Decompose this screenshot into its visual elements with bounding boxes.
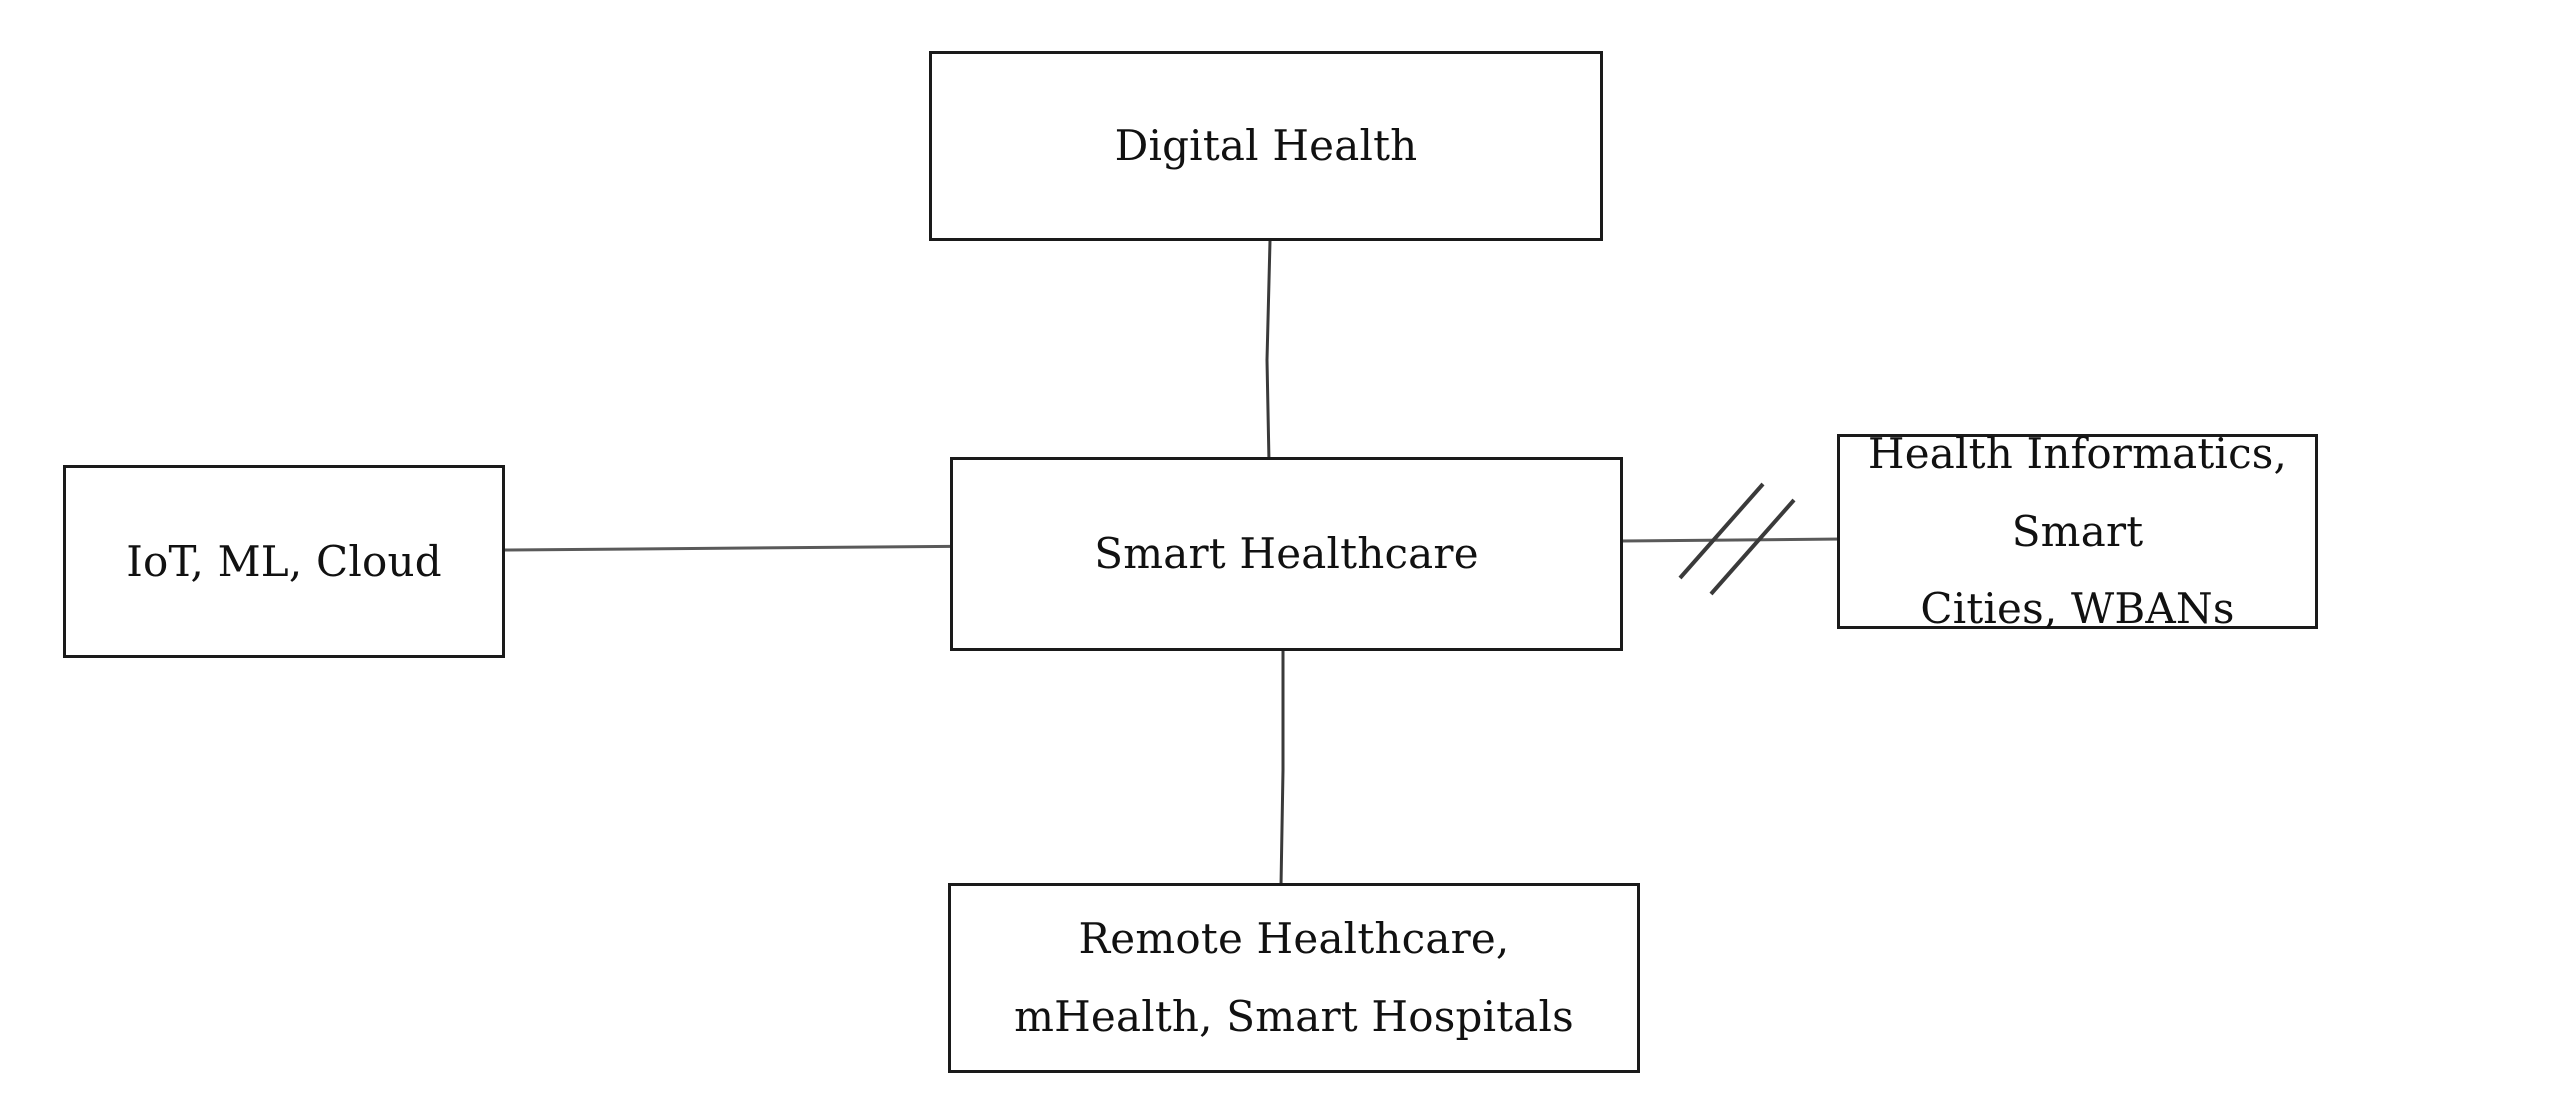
connector-digital-health-to-smart-healthcare — [1265, 240, 1272, 463]
node-health-informatics[interactable]: Health Informatics, Smart Cities, WBANs — [1837, 429, 2318, 633]
node-iot-ml-cloud[interactable]: IoT, ML, Cloud — [63, 465, 505, 658]
node-smart-healthcare[interactable]: Smart Healthcare — [950, 457, 1623, 651]
node-remote-healthcare-label: Remote Healthcare, mHealth, Smart Hospit… — [1014, 914, 1574, 1041]
node-remote-healthcare[interactable]: Remote Healthcare, mHealth, Smart Hospit… — [948, 883, 1640, 1073]
connector-smart-healthcare-to-health-informatics — [1619, 537, 1844, 543]
node-health-informatics-label: Health Informatics, Smart Cities, WBANs — [1867, 428, 2288, 634]
node-iot-ml-cloud-label: IoT, ML, Cloud — [126, 536, 442, 586]
connector-iot-to-smart-healthcare — [504, 544, 1001, 552]
node-smart-healthcare-label: Smart Healthcare — [1094, 529, 1479, 579]
node-digital-health[interactable]: Digital Health — [929, 51, 1603, 241]
node-digital-health-label: Digital Health — [1114, 121, 1418, 171]
connector-smart-healthcare-to-remote-healthcare — [1279, 651, 1285, 887]
double-slash-break-icon — [1678, 482, 1796, 596]
